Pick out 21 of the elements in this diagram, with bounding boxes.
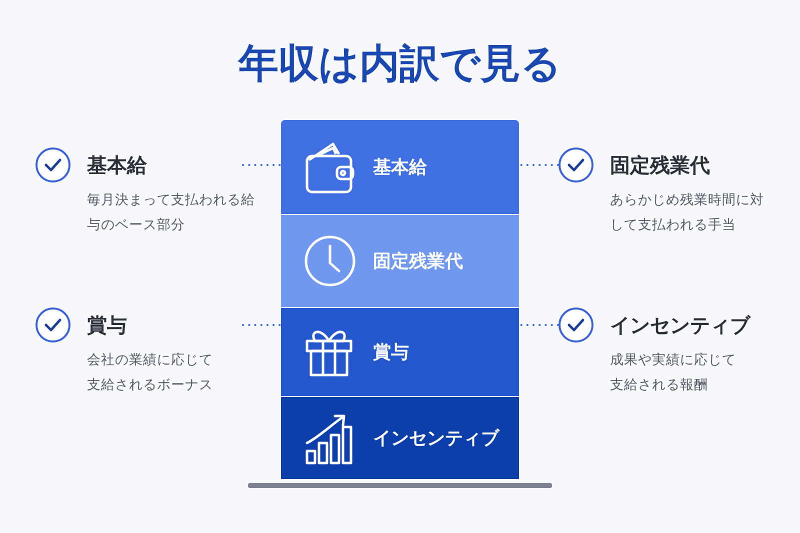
callout-description: 会社の業績に応じて支給されるボーナス [87, 351, 214, 395]
title: 年収は内訳で見る [236, 40, 562, 89]
dotted-connector [242, 324, 282, 326]
stack-block [281, 215, 519, 307]
block-label: 賞与 [373, 341, 409, 364]
callout-description: あらかじめ残業時間に対して支払われる手当 [610, 191, 764, 235]
callout-heading: 固定残業代 [610, 152, 710, 179]
stack-block [281, 308, 519, 396]
block-label: 固定残業代 [373, 250, 463, 273]
stack-block [281, 397, 519, 479]
stack-block [281, 120, 519, 214]
callout-heading: インセンティブ [610, 312, 750, 339]
callout-heading: 基本給 [87, 152, 147, 179]
block-label: 基本給 [373, 156, 427, 179]
dotted-connector [518, 324, 559, 326]
block-label: インセンティブ [373, 427, 499, 450]
callout-description: 毎月決まって支払われる給与のベース部分 [87, 191, 256, 235]
dotted-connector [242, 164, 282, 166]
callout-description: 成果や実績に応じて支給される報酬 [610, 351, 737, 395]
dotted-connector [518, 164, 559, 166]
callout-heading: 賞与 [87, 312, 127, 339]
